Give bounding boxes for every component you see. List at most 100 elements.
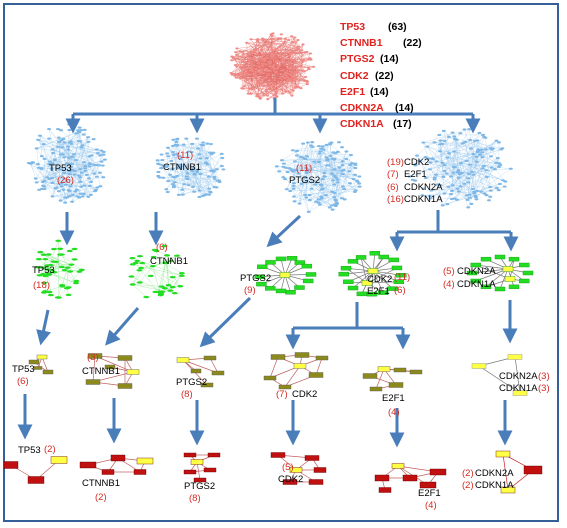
l1-ptgs2-node xyxy=(332,191,337,194)
top-network-node xyxy=(259,78,263,81)
legend-gene: E2F1 xyxy=(340,85,366,98)
l1-group-node xyxy=(428,161,433,164)
l1-tp53-node xyxy=(89,180,94,183)
l1-ctnnb1-node xyxy=(172,176,177,179)
l2-ctnnb1-node xyxy=(147,274,154,278)
top-network-edge xyxy=(268,42,301,67)
legend-gene: CDKN1A xyxy=(340,118,384,131)
l1-group-edge xyxy=(469,168,511,198)
l1-group-node xyxy=(481,165,486,168)
l1-ptgs2-edge xyxy=(298,151,321,174)
l1-ptgs2-edge xyxy=(294,161,360,177)
l2-ctnnb1-node xyxy=(177,285,184,288)
l1-ctnnb1-node xyxy=(175,137,180,140)
l1-ctnnb1-node xyxy=(198,172,203,175)
l1-ctnnb1-edge xyxy=(199,144,202,191)
l1-group-node xyxy=(456,169,461,172)
l1-group-node xyxy=(456,170,461,174)
l1-tp53-node xyxy=(47,163,52,166)
l2-cdk2-e2f1-node xyxy=(377,290,389,295)
l1-tp53-edge xyxy=(52,190,96,197)
l2-ctnnb1-node xyxy=(165,283,172,287)
top-network-edge xyxy=(268,42,280,48)
l1-tp53-node xyxy=(39,167,44,170)
l1-ctnnb1-node xyxy=(215,179,220,182)
l1-tp53-node xyxy=(62,171,67,174)
l1-ctnnb1-node xyxy=(212,177,217,180)
top-network-edge xyxy=(236,53,248,67)
top-network-node xyxy=(266,98,270,101)
l2-tp53-node xyxy=(61,268,68,272)
l2-cdk2-e2f1-edge xyxy=(372,270,384,293)
top-network-edge xyxy=(254,49,272,90)
l4-ctnnb1-name: CTNNB1 xyxy=(82,478,121,489)
l1-tp53-edge xyxy=(52,152,81,194)
l1-ctnnb1-edge xyxy=(178,162,206,169)
l1-ptgs2-node xyxy=(320,145,325,148)
top-network-node xyxy=(295,46,300,49)
l1-ptgs2-node xyxy=(348,163,353,167)
l2-tp53-node xyxy=(41,281,48,285)
l2-ptgs2-node xyxy=(257,264,268,270)
l1-ctnnb1-edge xyxy=(166,177,176,190)
l1-ctnnb1-node xyxy=(185,172,190,175)
top-network-node xyxy=(276,37,281,40)
l1-ptgs2-node xyxy=(287,167,292,170)
l1-ptgs2-edge xyxy=(291,158,306,170)
top-network-node xyxy=(272,64,276,67)
network-l4-cdkn xyxy=(495,450,543,494)
l2-ctnnb1-edge xyxy=(166,255,169,286)
top-network-node xyxy=(279,88,284,91)
top-network-node xyxy=(261,71,265,74)
l1-ctnnb1-node xyxy=(208,142,213,146)
top-network-node xyxy=(267,69,271,72)
l1-ptgs2-edge xyxy=(344,164,351,190)
l1-ptgs2-node xyxy=(274,165,279,168)
top-network-node xyxy=(235,47,239,50)
network-l3-e2f1 xyxy=(362,366,423,392)
l1-ptgs2-edge xyxy=(293,151,321,197)
l2-ptgs2-node xyxy=(275,288,287,294)
top-network-node xyxy=(279,82,283,85)
legend-count: (63) xyxy=(388,21,407,33)
top-network-edge xyxy=(244,74,258,95)
top-network-node xyxy=(246,72,250,75)
network-l2-ctnnb1 xyxy=(128,244,185,299)
l1-tp53-edge xyxy=(79,145,83,198)
l1-tp53-edge xyxy=(37,140,62,165)
l2-cdkn-node xyxy=(470,278,481,284)
l2-cdk2-e2f1-node xyxy=(378,254,389,260)
top-network-node xyxy=(272,93,276,96)
top-network-node xyxy=(243,56,247,59)
l3-cdkn2a-count: (3) xyxy=(538,371,550,382)
l1-group-node xyxy=(453,137,458,140)
l1-group-node xyxy=(475,139,480,142)
l2-tp53-node xyxy=(37,250,44,254)
top-network-node xyxy=(259,57,263,60)
l1-tp53-node xyxy=(42,185,47,188)
l1-ptgs2-node xyxy=(333,204,338,208)
top-network-edge xyxy=(261,38,263,50)
top-network-node xyxy=(301,60,305,63)
l1-ptgs2-node xyxy=(332,168,337,171)
l1-ptgs2-node xyxy=(307,198,312,202)
top-network-node xyxy=(235,73,240,76)
l4-ptgs2-node xyxy=(207,452,221,458)
l1-group-node xyxy=(452,135,457,138)
top-network-node xyxy=(269,37,274,40)
top-network-node xyxy=(287,38,291,41)
l1-ctnnb1-edge xyxy=(182,180,220,195)
l1-ptgs2-edge xyxy=(290,189,322,192)
l1-group-edge xyxy=(435,174,443,206)
l1-tp53-node xyxy=(98,185,103,188)
l1-group-node xyxy=(458,185,463,188)
l1-group-node xyxy=(473,195,478,199)
l1-ctnnb1-edge xyxy=(176,141,207,195)
l1-ptgs2-node xyxy=(344,157,349,161)
l1-ptgs2-node xyxy=(322,175,327,178)
top-network-node xyxy=(252,49,256,52)
l1-ctnnb1-node xyxy=(208,191,213,194)
l2-cdk2-e2f1-node xyxy=(347,285,359,291)
l1-tp53-node xyxy=(79,146,84,149)
l3-tp53-node xyxy=(36,354,48,360)
